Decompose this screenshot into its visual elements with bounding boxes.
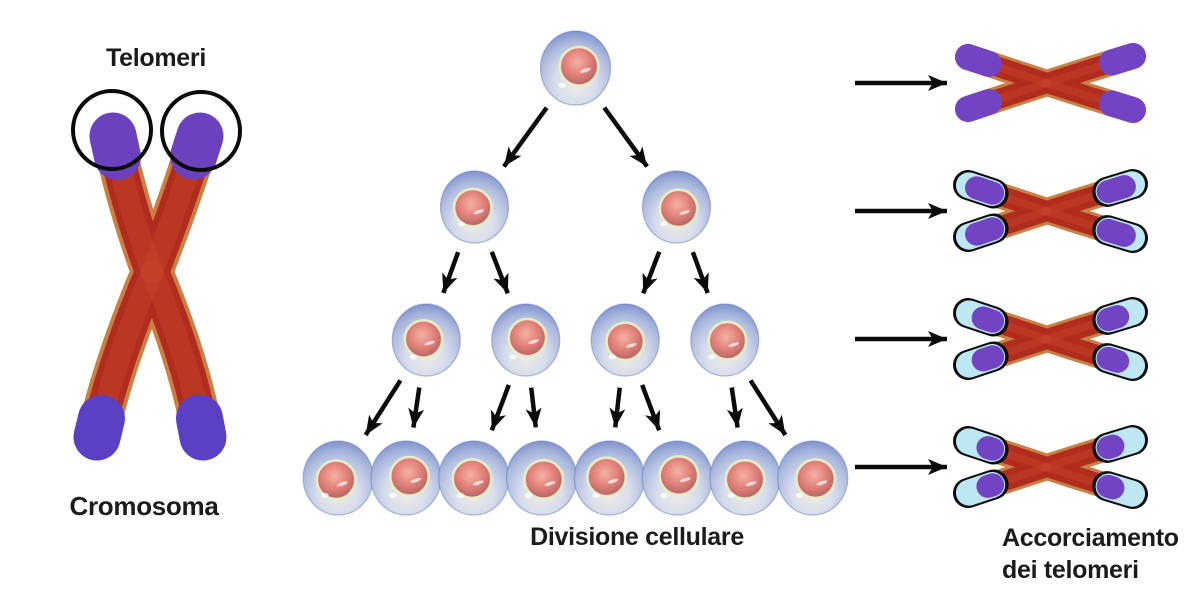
telomere-cap <box>1098 90 1146 123</box>
telomere-cap <box>955 89 1002 122</box>
division-arrow <box>408 387 425 428</box>
telomere-cap <box>1096 218 1136 247</box>
cell <box>641 440 713 516</box>
telomere-cap <box>1098 43 1146 76</box>
cell <box>438 440 510 516</box>
cell <box>439 170 510 244</box>
label-cromosoma: Cromosoma <box>69 491 219 521</box>
division-arrow <box>641 250 662 295</box>
telomere-cap <box>1096 434 1125 460</box>
cell <box>709 440 781 516</box>
telomere-cap <box>1096 175 1136 204</box>
chromosome-large <box>73 112 227 461</box>
cell <box>505 440 578 516</box>
telomere-cap <box>1096 346 1130 373</box>
label-accorciamento-line1: Accorciamento <box>1002 524 1179 552</box>
division-arrow <box>748 379 788 437</box>
division-arrow <box>502 106 549 168</box>
chromosome-stage-1 <box>955 43 1146 123</box>
cell <box>590 303 660 377</box>
label-telomeri: Telomeri <box>106 44 206 72</box>
division-arrows <box>363 106 788 437</box>
highlight-circle <box>160 90 242 172</box>
telomere-cap <box>170 112 224 180</box>
telomere-cap <box>89 112 141 181</box>
division-arrow <box>690 251 710 294</box>
chromosome-stage-3 <box>953 297 1148 381</box>
telomere-cap <box>1096 474 1125 500</box>
telomere-highlight-circles <box>71 89 242 172</box>
cell <box>573 440 646 516</box>
cell <box>690 303 760 377</box>
telomere-cap <box>965 176 1005 205</box>
highlight-circle <box>71 89 153 171</box>
telomere-cap <box>175 394 227 461</box>
telomere-cap <box>976 436 1005 461</box>
label-accorciamento: Accorciamento dei telomeri <box>1002 522 1179 586</box>
telomere-cap <box>955 44 1002 77</box>
division-arrow <box>640 384 662 432</box>
cell <box>539 30 612 106</box>
cell <box>391 303 461 377</box>
telomere-cap <box>971 345 1005 372</box>
chromosome-stage-2 <box>953 169 1148 253</box>
division-arrow <box>726 387 743 428</box>
cell <box>777 440 849 516</box>
cell <box>302 440 374 516</box>
cell <box>370 440 442 516</box>
cell <box>491 303 561 377</box>
telomere-cap <box>73 395 125 461</box>
label-divisione-cellulare: Divisione cellulare <box>530 523 744 551</box>
division-arrow <box>602 106 649 168</box>
division-arrow <box>489 250 510 295</box>
division-arrow <box>609 387 626 428</box>
division-arrow <box>441 251 461 294</box>
chromosome-stage-4 <box>953 425 1148 509</box>
telomere-cap <box>976 473 1005 498</box>
telomere-cap <box>965 217 1005 246</box>
division-arrow <box>525 387 542 428</box>
division-arrow <box>489 384 511 432</box>
label-accorciamento-line2: dei telomeri <box>1002 556 1139 584</box>
cell <box>641 170 712 244</box>
telomere-cap <box>971 306 1005 333</box>
division-arrow <box>363 379 403 437</box>
telomere-cap <box>1096 305 1130 332</box>
